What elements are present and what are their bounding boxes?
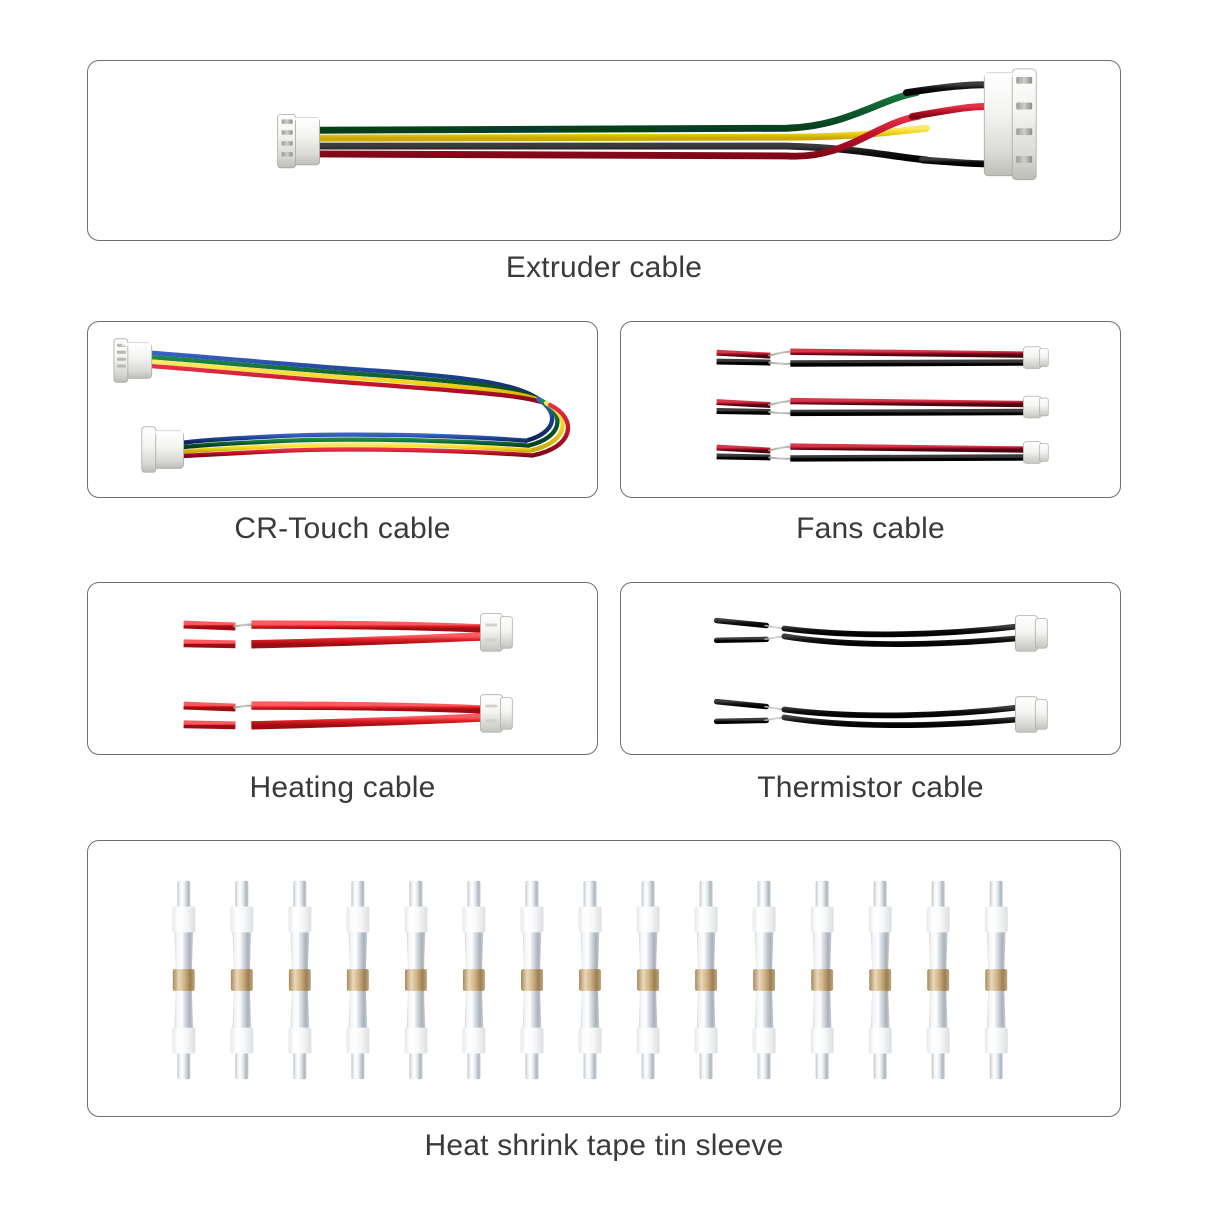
heat-shrink-sleeve — [404, 880, 428, 1080]
card-extruder-cable — [87, 60, 1121, 241]
heat-shrink-sleeve — [288, 880, 312, 1080]
heat-shrink-sleeve — [346, 880, 370, 1080]
heat-shrink-sleeve — [926, 880, 950, 1080]
heat-shrink-sleeve — [520, 880, 544, 1080]
caption-thermistor-cable: Thermistor cable — [757, 771, 984, 804]
thermistor-cable-lead — [713, 615, 1048, 733]
extruder-cable-photo — [88, 61, 1120, 240]
heating-cable-lead — [183, 613, 513, 733]
caption-heat-shrink-sleeve: Heat shrink tape tin sleeve — [424, 1129, 784, 1162]
caption-fans-cable: Fans cable — [796, 512, 945, 545]
thermistor-cable-photo — [621, 583, 1120, 754]
cr-touch-upper-connector — [113, 338, 153, 383]
fans-cable-photo — [621, 322, 1120, 497]
heat-shrink-sleeve — [230, 880, 254, 1080]
card-thermistor-cable — [620, 582, 1121, 755]
cr-touch-cable-photo — [88, 322, 597, 497]
heat-shrink-sleeve — [810, 880, 834, 1080]
heat-shrink-sleeve — [984, 880, 1008, 1080]
heat-shrink-sleeve — [868, 880, 892, 1080]
heat-shrink-sleeve — [578, 880, 602, 1080]
heat-shrink-sleeve — [172, 880, 196, 1080]
extruder-left-connector — [277, 114, 320, 169]
caption-cr-touch-cable: CR-Touch cable — [234, 512, 451, 545]
extruder-right-connector — [983, 68, 1037, 181]
heat-shrink-sleeve — [636, 880, 660, 1080]
heat-shrink-solder-sleeve-photo — [88, 841, 1120, 1116]
card-fans-cable — [620, 321, 1121, 498]
caption-heating-cable: Heating cable — [249, 771, 436, 804]
cr-touch-lower-connector — [141, 426, 185, 473]
card-heat-shrink-sleeve — [87, 840, 1121, 1117]
heating-cable-photo — [88, 583, 597, 754]
card-heating-cable — [87, 582, 598, 755]
heat-shrink-sleeve — [752, 880, 776, 1080]
heat-shrink-sleeve — [694, 880, 718, 1080]
card-cr-touch-cable — [87, 321, 598, 498]
fans-cable-lead — [716, 346, 1049, 464]
heat-shrink-sleeve — [462, 880, 486, 1080]
caption-extruder-cable: Extruder cable — [505, 251, 703, 284]
